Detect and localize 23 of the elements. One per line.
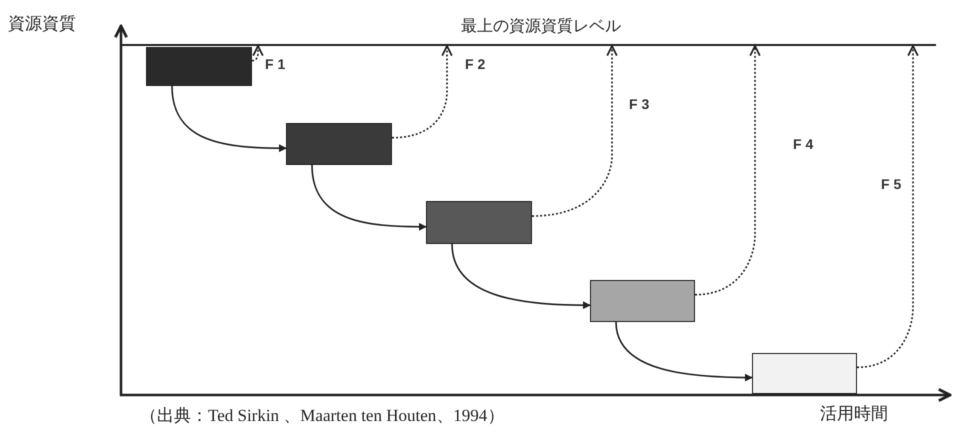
dotted-arrow <box>856 45 919 368</box>
edge-label: F 5 <box>880 176 902 192</box>
dotted-arrow <box>532 45 618 217</box>
edge-label: F 2 <box>464 56 486 72</box>
axis-label: 活用時間 <box>820 403 888 425</box>
curved-arrow <box>451 244 591 310</box>
edge-label: F 4 <box>792 136 814 152</box>
axis-label: 資源資質 <box>8 13 76 35</box>
dotted-arrow <box>392 45 453 138</box>
curved-arrow <box>171 86 287 152</box>
stage-box <box>590 280 695 322</box>
stage-box <box>146 47 252 86</box>
edge-label: F 1 <box>264 56 286 72</box>
edge-label: F 3 <box>628 96 650 112</box>
curved-arrow <box>615 322 753 382</box>
curved-arrow <box>311 164 427 231</box>
stage-box <box>426 201 532 244</box>
dotted-arrow <box>694 45 761 296</box>
stage-box <box>752 353 857 394</box>
stage-box <box>286 123 392 165</box>
dotted-arrow <box>252 45 264 62</box>
caption: （出典：Ted Sirkin 、Maarten ten Houten、1994） <box>140 405 504 427</box>
level-label: 最上の資源資質レベル <box>461 16 621 37</box>
